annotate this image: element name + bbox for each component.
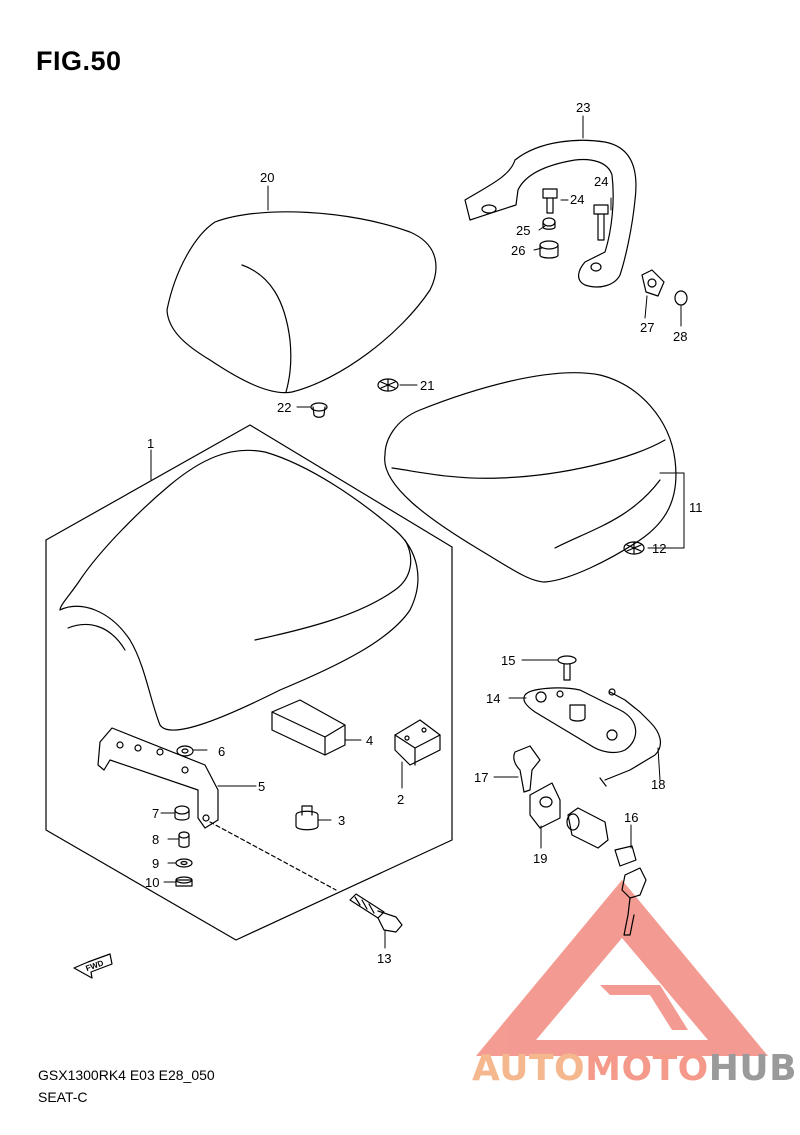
cushion-2	[394, 719, 441, 766]
callout-7: 7	[152, 806, 159, 821]
screw-15	[557, 655, 577, 681]
holder-17	[513, 745, 541, 793]
leader-lines	[150, 115, 685, 949]
callout-19: 19	[533, 851, 547, 866]
callout-10: 10	[145, 875, 159, 890]
bushing-26	[539, 240, 559, 259]
callout-22: 22	[277, 400, 291, 415]
callouts: 20 1 23 24 24 25 26 27 28 21 22 11 12 4 …	[145, 100, 703, 966]
spacer-8	[178, 831, 190, 848]
damper-3	[295, 805, 319, 831]
collar-6	[176, 745, 194, 757]
clip-28	[674, 290, 688, 306]
callout-8: 8	[152, 832, 159, 847]
callout-9: 9	[152, 856, 159, 871]
fwd-arrow: FWD	[73, 953, 113, 979]
callout-1: 1	[147, 436, 154, 451]
bolt-guide-line	[209, 821, 337, 891]
figure-title: FIG.50	[36, 46, 122, 76]
grab-rail-23	[464, 139, 637, 288]
watermark-logo	[476, 880, 768, 1056]
callout-5: 5	[258, 779, 265, 794]
callout-14: 14	[486, 691, 500, 706]
seat-cover-20	[166, 211, 437, 394]
cable-18	[599, 688, 662, 787]
clip-21	[377, 378, 399, 392]
callout-2: 2	[397, 792, 404, 807]
callout-27: 27	[640, 320, 654, 335]
washer-25	[542, 217, 556, 230]
callout-12: 12	[652, 541, 666, 556]
key-16	[614, 845, 647, 936]
clip-12	[623, 541, 645, 555]
cushion-7	[174, 805, 190, 821]
callout-3: 3	[338, 813, 345, 828]
callout-6: 6	[218, 744, 225, 759]
model-code: GSX1300RK4 E03 E28_050	[38, 1067, 215, 1083]
callout-26: 26	[511, 243, 525, 258]
callout-18: 18	[651, 777, 665, 792]
callout-25: 25	[516, 223, 530, 238]
seat-cowl-11	[384, 372, 677, 583]
callout-4: 4	[366, 733, 373, 748]
bolt-24-right	[593, 204, 609, 241]
nut-10	[175, 876, 193, 887]
callout-21: 21	[420, 378, 434, 393]
bolt-24-left	[542, 188, 558, 214]
section-name: SEAT-C	[38, 1089, 88, 1105]
pad-4	[271, 699, 346, 756]
callout-20: 20	[260, 170, 274, 185]
brand-part-auto: AUTO	[472, 1048, 586, 1089]
callout-13: 13	[377, 951, 391, 966]
seat-1	[59, 449, 419, 731]
bracket-19	[529, 782, 561, 829]
callout-15: 15	[501, 653, 515, 668]
brand-part-moto: MOTO	[585, 1048, 709, 1089]
bolt-13	[349, 893, 403, 933]
callout-28: 28	[673, 329, 687, 344]
callout-16: 16	[624, 810, 638, 825]
brand-part-hub: HUB	[708, 1048, 798, 1089]
seat-assembly-box	[45, 424, 453, 941]
callout-24b: 24	[594, 174, 608, 189]
callout-17: 17	[474, 770, 488, 785]
washer-9	[175, 858, 193, 868]
callout-24a: 24	[570, 192, 584, 207]
callout-11: 11	[689, 500, 703, 515]
grommet-22	[310, 402, 328, 418]
callout-23: 23	[576, 100, 590, 115]
lock-base-14	[523, 687, 637, 754]
lock-cylinder-16	[566, 807, 609, 849]
watermark-brand: AUTOMOTOHUB	[472, 1048, 797, 1089]
nut-27	[641, 269, 665, 297]
bracket-5	[97, 727, 219, 829]
